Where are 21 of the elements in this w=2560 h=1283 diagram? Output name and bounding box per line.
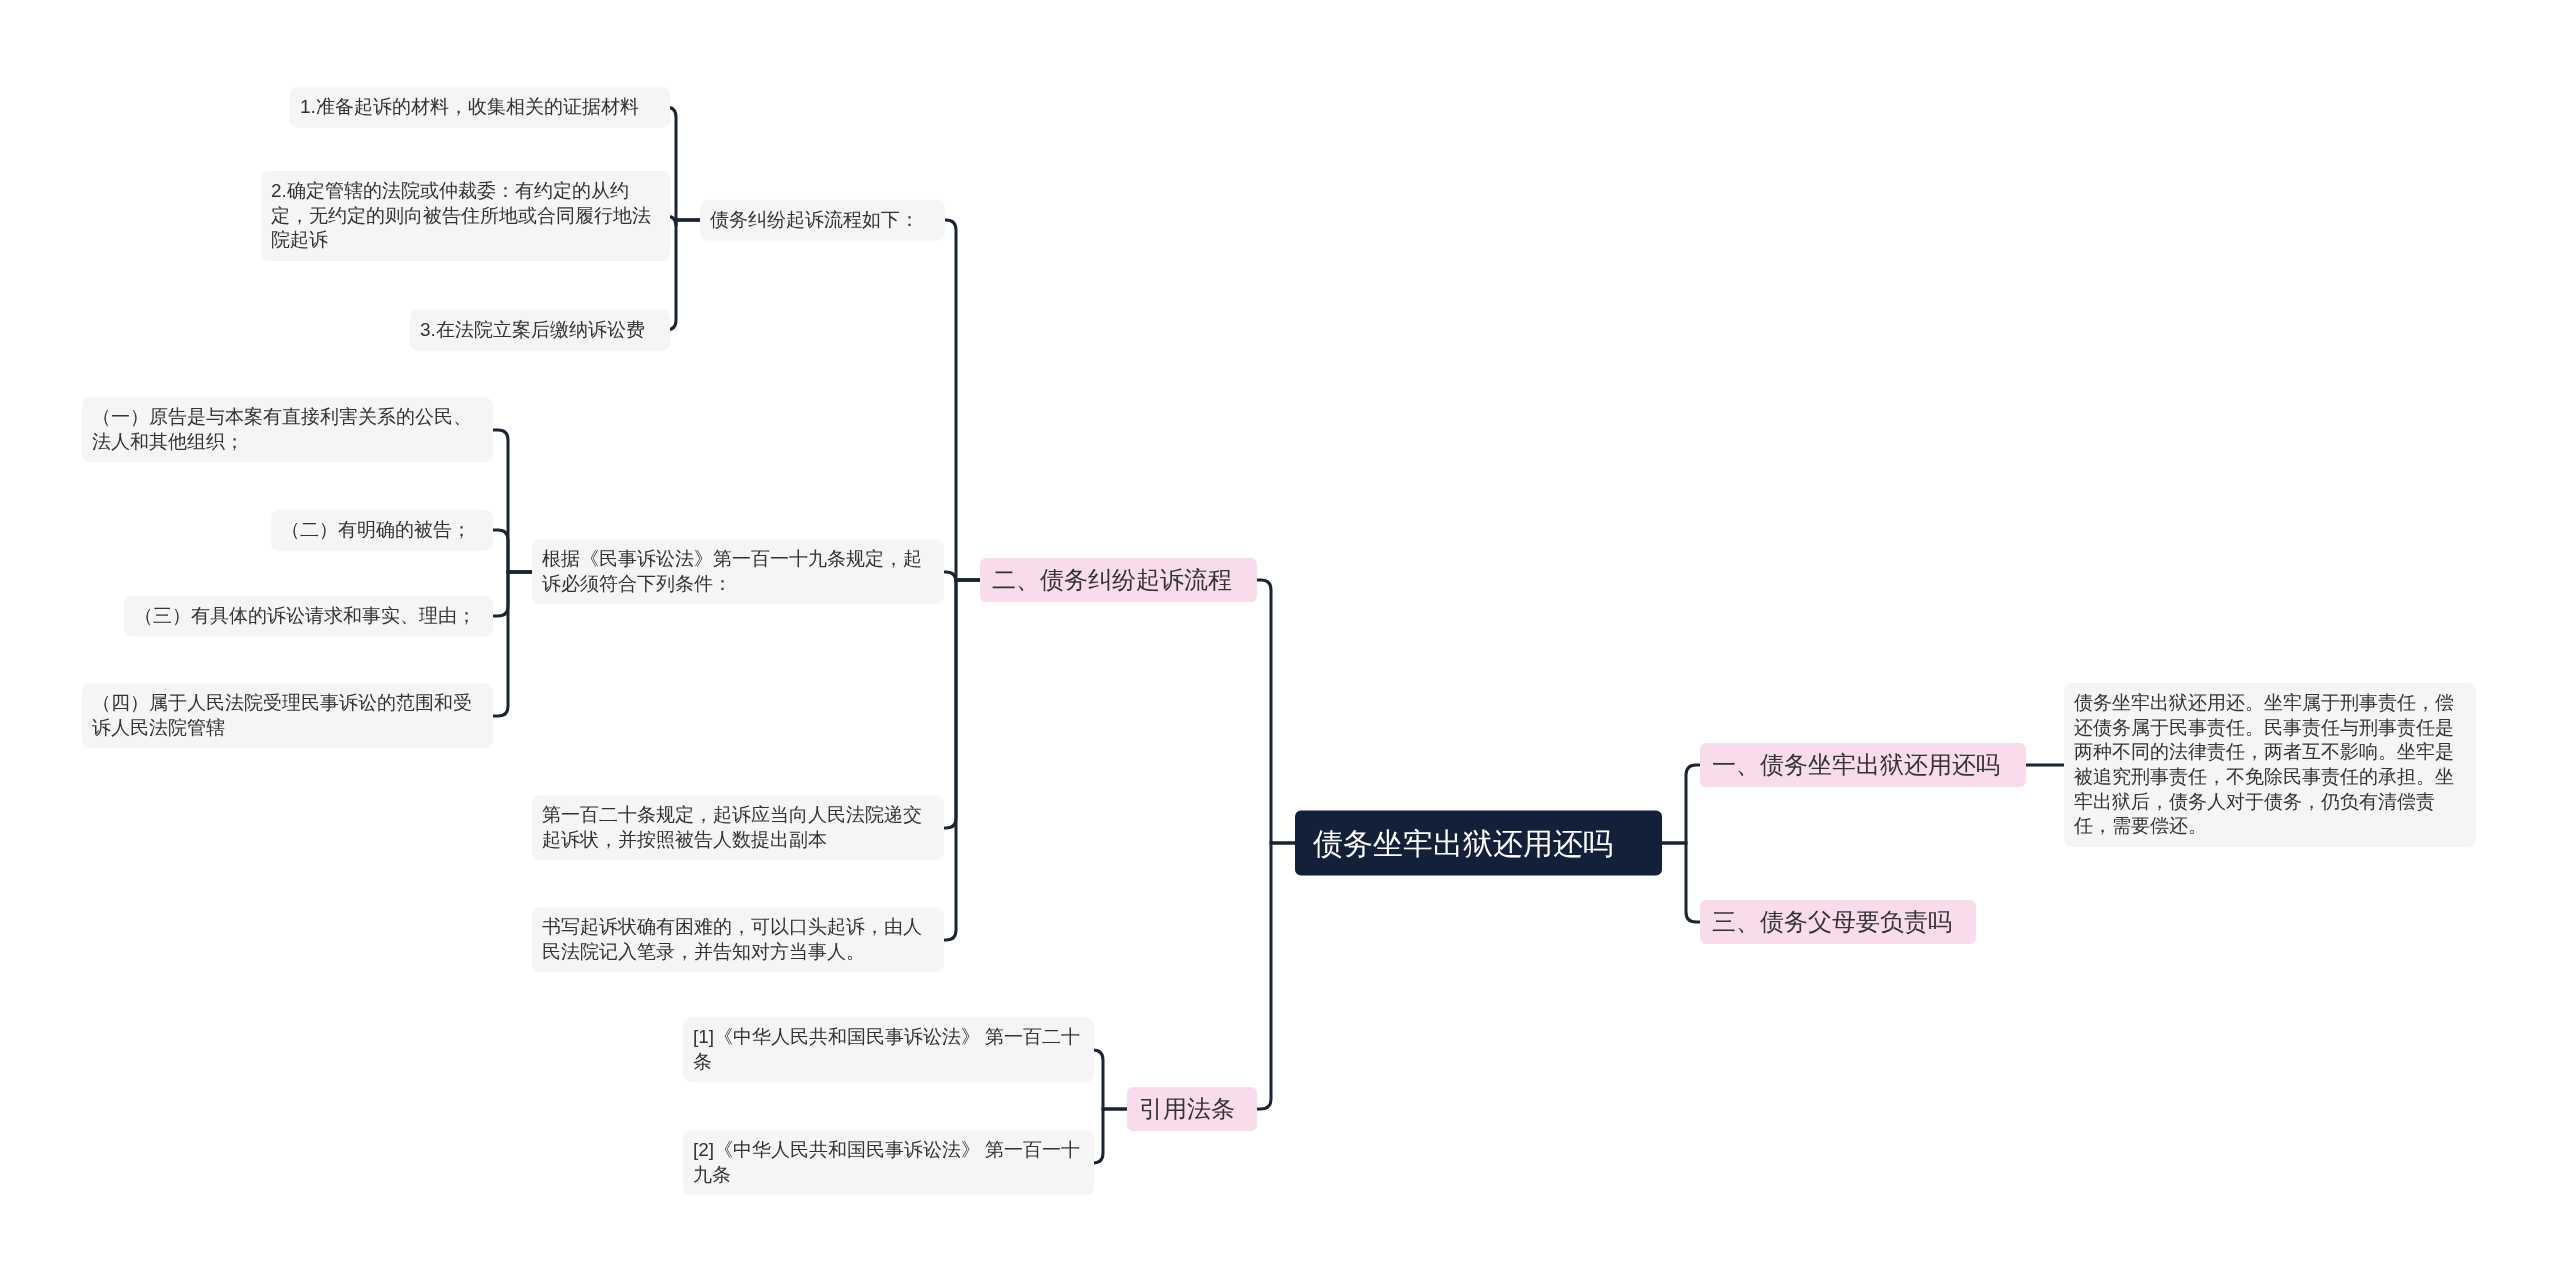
text-box: （三）有具体的诉讼请求和事实、理由；	[124, 595, 493, 637]
text-box: 债务纠纷起诉流程如下：	[700, 199, 945, 241]
text-box: （二）有明确的被告；	[271, 509, 493, 551]
text-box: 债务坐牢出狱还用还。坐牢属于刑事责任，偿还债务属于民事责任。民事责任与刑事责任是两种不同的法律责任，两者互不影响。坐牢是被追究刑事责任，不免除民事责任的承担。坐牢出狱后，债务人对于债务，仍负有清偿责任，需要偿还。	[2064, 682, 2476, 848]
text-box: 1.准备起诉的材料，收集相关的证据材料	[290, 86, 670, 128]
text-box: 3.在法院立案后缴纳诉讼费	[410, 309, 670, 351]
topic-box: 一、债务坐牢出狱还用还吗	[1700, 743, 2026, 787]
central-topic: 债务坐牢出狱还用还吗	[1295, 810, 1662, 876]
text-box: 根据《民事诉讼法》第一百一十九条规定，起诉必须符合下列条件：	[532, 539, 944, 605]
connector-line	[2026, 763, 2064, 767]
text-box: 书写起诉状确有困难的，可以口头起诉，由人民法院记入笔录，并告知对方当事人。	[532, 907, 944, 973]
text-box: 2.确定管辖的法院或仲裁委：有约定的从约定，无约定的则向被告住所地或合同履行地法院起诉	[261, 170, 670, 262]
connector-line	[943, 578, 980, 942]
topic-box: 二、债务纠纷起诉流程	[980, 558, 1257, 602]
text-box: [2]《中华人民共和国民事诉讼法》 第一百一十九条	[683, 1130, 1094, 1196]
text-box: （四）属于人民法院受理民事诉讼的范围和受诉人民法院管辖	[82, 683, 493, 749]
topic-box: 三、债务父母要负责吗	[1700, 900, 1976, 944]
text-box: 第一百二十条规定，起诉应当向人民法院递交起诉状，并按照被告人数提出副本	[532, 795, 944, 861]
topic-box: 引用法条	[1127, 1087, 1257, 1131]
text-box: （一）原告是与本案有直接利害关系的公民、法人和其他组织；	[82, 397, 493, 463]
text-box: [1]《中华人民共和国民事诉讼法》 第一百二十条	[683, 1017, 1094, 1083]
